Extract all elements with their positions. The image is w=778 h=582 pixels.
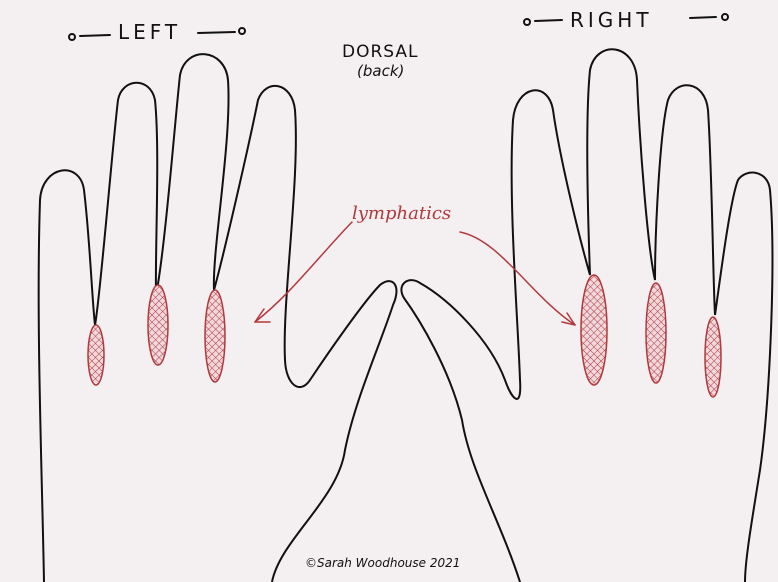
arrow-to-right-lymphatics <box>459 231 576 326</box>
right-hand-outline <box>400 48 774 582</box>
arrow-head-right <box>561 312 576 326</box>
lymphatic-left-little <box>87 324 105 386</box>
right-hand-label: RIGHT <box>570 8 653 32</box>
left-hand-outline <box>37 53 398 582</box>
lymphatic-left-ring <box>147 284 169 366</box>
arrow-to-left-lymphatics <box>254 221 353 323</box>
right-label-line <box>523 13 729 26</box>
lymphatic-right-middle <box>645 282 667 384</box>
left-label-line <box>68 27 246 41</box>
lymphatic-left-middle <box>204 289 226 383</box>
lymphatic-right-ring <box>704 316 722 398</box>
lymphatics-annotation: lymphatics <box>352 203 452 224</box>
copyright-signature: ©Sarah Woodhouse 2021 <box>305 556 461 570</box>
left-hand-label: LEFT <box>118 20 182 44</box>
view-sublabel: (back) <box>357 62 405 80</box>
arrow-head-left <box>254 308 271 323</box>
view-label: DORSAL <box>342 42 419 62</box>
lymphatic-right-index <box>580 274 608 386</box>
